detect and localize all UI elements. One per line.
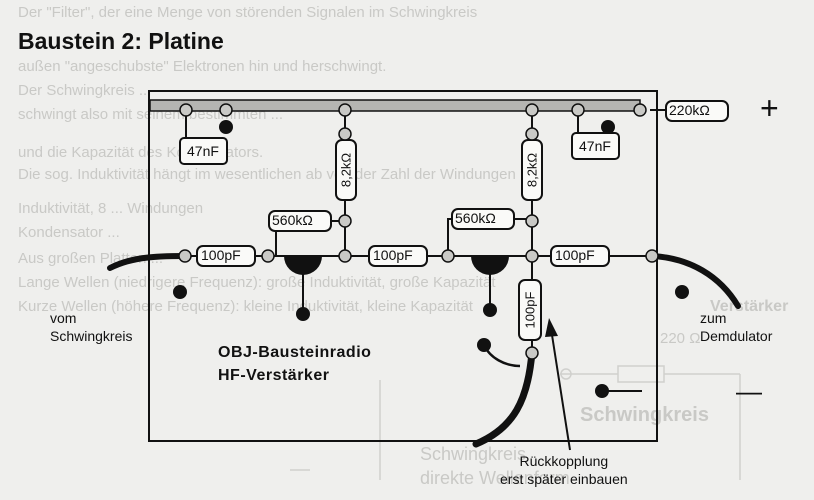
board-outline <box>148 90 658 442</box>
capacitor-100pf-body <box>550 245 610 267</box>
resistor-560k-body <box>268 210 332 232</box>
resistor-8k2-label: 8,2kΩ <box>524 152 540 188</box>
capacitor-47nf-body <box>571 132 620 160</box>
capacitor-100pf-body <box>196 245 256 267</box>
solder-pad <box>601 120 615 134</box>
input-label-line: vom <box>50 310 77 326</box>
feedback-label-line: erst später einbauen <box>500 471 628 487</box>
solder-pad <box>483 303 497 317</box>
capacitor-100pf-label: 100pF <box>555 247 595 263</box>
feedback-arrow <box>551 334 571 451</box>
capacitor-47nf-label: 47nF <box>579 138 611 154</box>
solder-pad <box>173 285 187 299</box>
output-wire <box>649 253 741 309</box>
resistor-560k-label: 560kΩ <box>455 210 496 226</box>
device-label-line: HF-Verstärker <box>218 367 330 384</box>
page-title: Baustein 2: Platine <box>18 28 224 54</box>
output-label-line: zum <box>700 310 727 326</box>
solder-pads <box>173 120 689 398</box>
input-label-line: Schwingkreis <box>50 328 133 344</box>
resistor-560k-label: 560kΩ <box>272 212 313 228</box>
plus-symbol: + <box>760 90 779 126</box>
input-wire <box>107 253 188 271</box>
ghost-schematic <box>290 365 741 480</box>
resistor-8k2-label: 8,2kΩ <box>338 152 354 188</box>
capacitor-100pf-vertical-label: 100pF <box>522 291 538 329</box>
input-label: vom Schwingkreis <box>50 309 132 345</box>
capacitor-100pf-vertical-body <box>518 279 542 341</box>
resistor-560k-body <box>451 208 515 230</box>
component-bodies <box>179 100 729 341</box>
capacitor-100pf-label: 100pF <box>373 247 413 263</box>
feedback-label-line: Rückkopplung <box>519 453 609 469</box>
solder-pad <box>296 307 310 321</box>
output-label: zum Demdulator <box>700 309 772 345</box>
feedback-label: Rückkopplung erst später einbauen <box>500 452 628 488</box>
solder-pad <box>219 120 233 134</box>
arrowhead-icon <box>545 318 558 337</box>
output-label-line: Demdulator <box>700 328 773 344</box>
feedback-wire <box>472 348 536 448</box>
capacitor-100pf-body <box>368 245 428 267</box>
capacitor-47nf-body <box>179 137 228 165</box>
minus-symbol: — <box>736 376 762 406</box>
resistor-220k-label: 220kΩ <box>669 102 710 118</box>
transistor-icon <box>471 256 509 275</box>
device-label: OBJ-Bausteinradio HF-Verstärker <box>218 341 371 387</box>
resistor-220k-body <box>665 100 729 122</box>
transistor-icon <box>284 256 322 275</box>
solder-pad <box>675 285 689 299</box>
device-label-line: OBJ-Bausteinradio <box>218 344 372 361</box>
solder-pad <box>477 338 491 352</box>
capacitor-100pf-label: 100pF <box>201 247 241 263</box>
pads <box>178 103 659 360</box>
capacitor-47nf-label: 47nF <box>187 143 219 159</box>
